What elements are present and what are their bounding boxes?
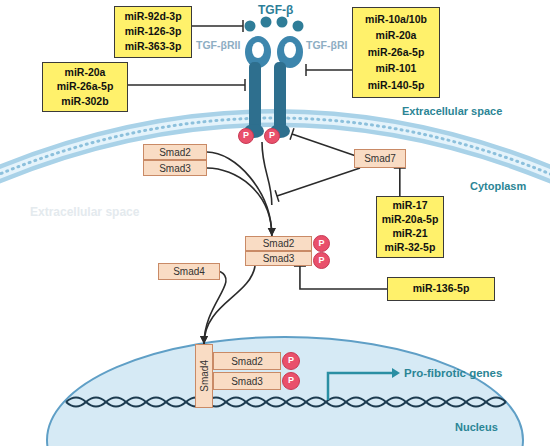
- activation-arrow: [200, 272, 226, 345]
- protein-name: Smad2: [231, 356, 263, 367]
- ligand-dot: [261, 17, 272, 28]
- nucleus-label: Nucleus: [455, 421, 498, 433]
- phospho-label: P: [318, 256, 324, 266]
- phospho-circle: P: [264, 128, 280, 144]
- text-label: Extracellular space: [402, 105, 502, 117]
- phospho-label: P: [243, 131, 249, 141]
- mirna-name: miR-32-5p: [385, 242, 436, 254]
- activation-curve: [262, 142, 272, 205]
- mirna-name: miR-20a: [376, 30, 417, 42]
- mirna-name: miR-302b: [61, 96, 108, 108]
- protein-box: Smad2: [245, 236, 312, 251]
- protein-box: Smad7: [354, 149, 406, 168]
- mirna-box: miR-10a/10b miR-20a miR-26a-5p miR-101 miR-1…: [352, 7, 440, 98]
- mirna-name: miR-136-5p: [413, 283, 470, 295]
- mirna-name: miR-20a: [65, 67, 106, 79]
- phospho-circle: P: [282, 372, 300, 390]
- mirna-name: miR-126-3p: [125, 26, 182, 38]
- phospho-circle: P: [313, 252, 330, 269]
- mirna-name: miR-92d-3p: [124, 11, 181, 23]
- inhibition-line: [192, 25, 243, 27]
- phospho-label: P: [288, 356, 294, 366]
- inhibition-line: [292, 134, 356, 156]
- inhibition-bar: [290, 128, 294, 139]
- nucleus-ellipse: [47, 337, 523, 446]
- connector-line: [300, 266, 387, 289]
- protein-name: Smad3: [263, 253, 295, 264]
- inhibition-line: [306, 69, 352, 71]
- cell-membrane: [0, 118, 550, 178]
- text-label: Extracellular space: [30, 206, 139, 219]
- protein-name: Smad2: [159, 147, 191, 158]
- text-label: Cytoplasm: [470, 180, 526, 192]
- protein-name: Smad2: [263, 238, 295, 249]
- inhibition-bar: [244, 79, 246, 91]
- mirna-name: miR-363-3p: [125, 41, 182, 53]
- protein-box: Smad3: [245, 251, 312, 266]
- mirna-name: miR-140-5p: [368, 80, 425, 92]
- inhibition-line: [128, 84, 245, 86]
- phospho-circle: P: [238, 128, 254, 144]
- activation-arrow: [207, 168, 276, 236]
- mirna-name: miR-101: [376, 63, 417, 75]
- text-label: TGF-βRII: [196, 40, 240, 52]
- ligand-dot: [293, 21, 304, 32]
- inhibition-bar: [242, 20, 244, 32]
- activation-arrow: [207, 152, 276, 236]
- mirna-name: miR-17: [392, 200, 427, 212]
- nucleus: NucleusSmad4Smad2PSmad3P: [45, 335, 525, 446]
- membrane-core: [0, 118, 550, 178]
- inhibition-connector: [294, 266, 387, 289]
- phospho-label: P: [288, 376, 294, 386]
- membrane-lipids: [0, 118, 550, 178]
- mirna-box: miR-136-5p: [387, 277, 495, 301]
- text-label: TGF-β: [258, 4, 293, 17]
- receptor-body: [274, 62, 286, 130]
- phospho-circle: P: [282, 352, 300, 370]
- ligand-dot: [245, 21, 256, 32]
- protein-box: Smad4: [195, 344, 213, 408]
- protein-name: Smad3: [159, 163, 191, 174]
- nucleus-outline: [45, 335, 525, 446]
- phospho-label: P: [269, 131, 275, 141]
- text-label: TGF-βRI: [306, 40, 347, 52]
- mirna-name: miR-26a-5p: [57, 81, 114, 93]
- phospho-label: P: [318, 239, 324, 249]
- mirna-name: miR-10a/10b: [365, 14, 427, 26]
- inhibition-bar: [305, 64, 307, 76]
- mirna-name: miR-21: [392, 228, 427, 240]
- connector-line: [399, 168, 401, 196]
- inhibition-connector: [394, 168, 406, 196]
- receptor-pocket: [252, 42, 264, 58]
- protein-box: Smad3: [143, 160, 207, 176]
- mirna-box: miR-20a miR-26a-5p miR-302b: [42, 62, 128, 112]
- protein-name: Smad3: [231, 376, 263, 387]
- phospho-circle: P: [313, 235, 330, 252]
- protein-box: Smad3: [213, 372, 281, 390]
- receptor-body: [249, 62, 261, 130]
- text-label: Pro-fibrotic genes: [404, 367, 502, 380]
- mirna-name: miR-26a-5p: [368, 47, 425, 59]
- connector-line: [204, 272, 226, 345]
- arrowhead: [268, 228, 276, 236]
- receptor-pocket: [284, 42, 296, 58]
- protein-name: Smad4: [199, 360, 210, 392]
- connector-line: [207, 168, 272, 236]
- protein-box: Smad2: [213, 352, 281, 370]
- protein-name: Smad4: [173, 266, 205, 277]
- ligand-dot: [277, 17, 288, 28]
- protein-name: Smad7: [364, 153, 396, 164]
- mirna-box: miR-92d-3p miR-126-3p miR-363-3p: [114, 6, 192, 58]
- inhibition-line: [277, 168, 360, 196]
- mirna-box: miR-17 miR-20a-5p miR-21 miR-32-5p: [376, 196, 444, 258]
- protein-box: Smad4: [158, 263, 220, 280]
- mirna-name: miR-20a-5p: [382, 214, 439, 226]
- protein-box: Smad2: [143, 144, 207, 160]
- arrowhead: [268, 228, 276, 236]
- connector-line: [207, 152, 272, 236]
- inhibition-bar: [275, 190, 279, 201]
